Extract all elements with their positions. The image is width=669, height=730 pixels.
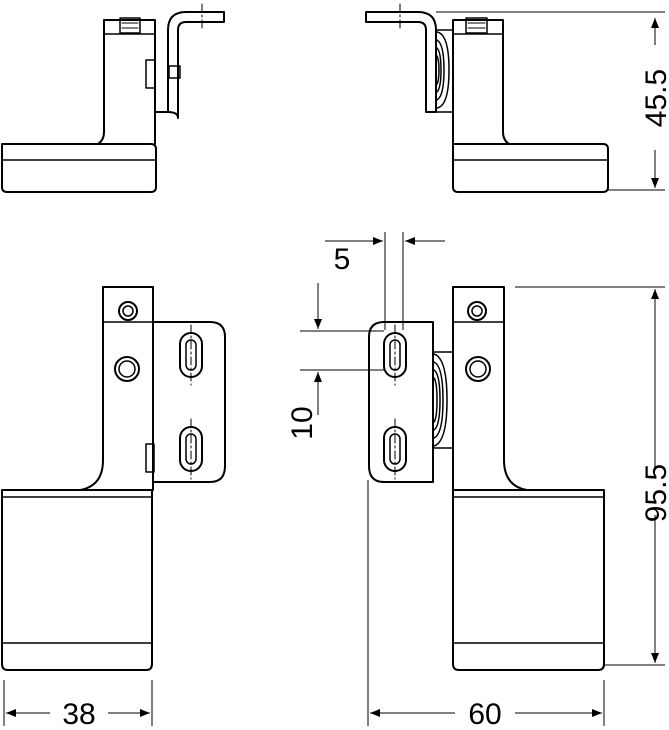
dimension-5-lines	[325, 232, 445, 330]
bottom-right-front-view	[368, 286, 605, 671]
dimension-38-lines	[3, 680, 153, 726]
dimension-45-5-lines	[436, 11, 665, 191]
dimension-slot-spacing-label: 10	[286, 406, 319, 439]
dimension-height-top-label: 45.5	[640, 69, 669, 127]
dimension-height-front-label: 95.5	[640, 464, 669, 522]
dimension-width-left-label: 38	[62, 698, 95, 730]
dimension-60-lines	[367, 480, 605, 726]
dimension-10-lines	[300, 283, 384, 415]
bottom-left-front-view	[1, 286, 226, 671]
top-left-side-view	[1, 11, 225, 193]
top-right-side-view	[365, 11, 609, 193]
dimension-slot-width-label: 5	[334, 243, 351, 276]
dimension-95-5-lines	[515, 286, 665, 666]
dimension-width-right-label: 60	[468, 698, 501, 730]
